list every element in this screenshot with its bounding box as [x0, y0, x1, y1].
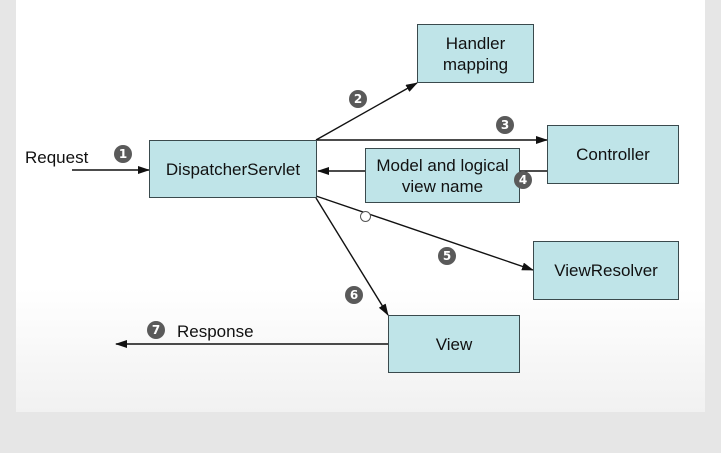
arrow-to-view-resolver: [315, 195, 534, 271]
handler-mapping-box: Handler mapping: [417, 24, 534, 83]
response-label: Response: [177, 322, 254, 341]
arrow-to-handler-mapping: [315, 82, 418, 141]
controller-box: Controller: [547, 125, 679, 184]
step-1-badge: 1: [114, 145, 132, 163]
view-box: View: [388, 315, 520, 373]
step-3-badge: 3: [496, 116, 514, 134]
dispatcher-servlet-box: DispatcherServlet: [149, 140, 317, 198]
step-6-badge: 6: [345, 286, 363, 304]
request-label: Request: [25, 148, 89, 167]
step-4-badge: 4: [514, 171, 532, 189]
arrow-to-view: [315, 197, 389, 316]
model-and-view-box: Model and logical view name: [365, 148, 520, 203]
step-5-badge: 5: [438, 247, 456, 265]
view-resolver-box: ViewResolver: [533, 241, 679, 300]
mouse-cursor-icon: [360, 211, 371, 222]
step-2-badge: 2: [349, 90, 367, 108]
step-7-badge: 7: [147, 321, 165, 339]
